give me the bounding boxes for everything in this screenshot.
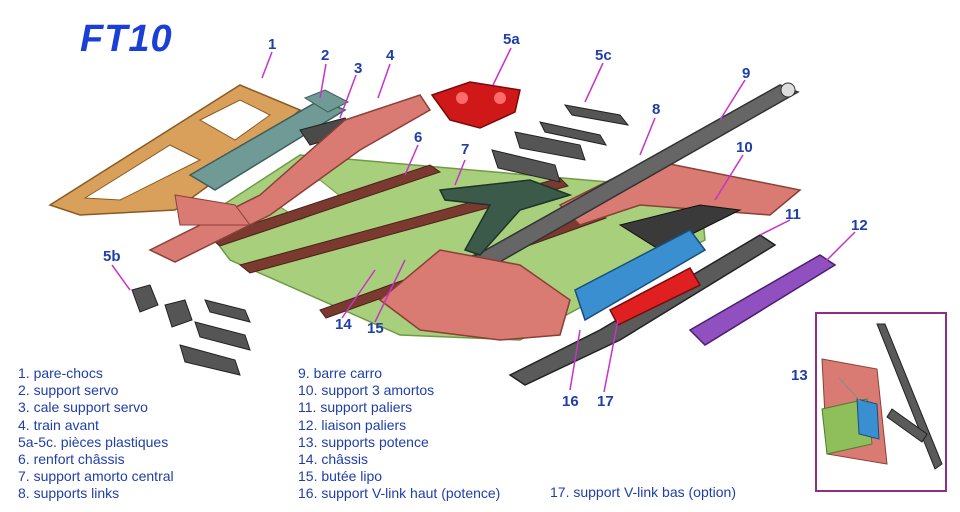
legend-item: 13. supports potence (298, 433, 429, 450)
legend-item: 7. support amorto central (18, 468, 174, 485)
legend-item: 8. supports links (18, 485, 120, 502)
callout-15: 15 (367, 320, 384, 337)
legend-item: 2. support servo (18, 382, 119, 399)
plastic-parts-5a (430, 81, 521, 129)
servo-support (188, 99, 347, 191)
legend-item: 10. support 3 amortos (298, 382, 435, 399)
callout-1: 1 (268, 36, 277, 53)
legend-item: 5a-5c. pièces plastiques (18, 433, 169, 450)
legend-item: 1. pare-chocs (18, 365, 103, 381)
callout-3: 3 (354, 60, 363, 77)
legend-item: 12. liaison paliers (298, 416, 407, 433)
legend-item: 16. support V-link haut (potence) (298, 485, 501, 502)
three-shock-mount (618, 204, 742, 251)
callout-7: 7 (461, 141, 470, 158)
callout-14: 14 (335, 316, 352, 333)
v-link-bottom-support (608, 267, 702, 326)
detail-inset-illustration (821, 323, 943, 470)
legend-column-2: 9. barre carro 10. support 3 amortos 11.… (298, 365, 500, 503)
legend-item: 17. support V-link bas (option) (550, 484, 736, 500)
legend-item: 4. train avant (18, 416, 99, 433)
callout-13: 13 (791, 367, 808, 384)
callout-4: 4 (386, 47, 395, 64)
callout-6: 6 (414, 129, 423, 146)
legend-item: 11. support paliers (298, 399, 413, 416)
legend-item: 3. cale support servo (18, 399, 148, 416)
plastic-parts-5b (131, 284, 251, 376)
plastic-parts-5c (491, 104, 630, 183)
legend-column-1: 1. pare-chocs 2. support servo 3. cale s… (18, 365, 174, 503)
legend-column-3: 17. support V-link bas (option) (550, 484, 736, 501)
callout-8: 8 (652, 101, 661, 118)
rear-links-plate (378, 249, 571, 341)
callout-5a: 5a (503, 31, 520, 48)
callout-5b: 5b (103, 248, 121, 265)
callout-9: 9 (742, 65, 751, 82)
legend-item: 15. butée lipo (298, 468, 383, 485)
chassis-reinforcement (208, 164, 442, 247)
central-shock-mount (438, 179, 573, 256)
callout-5c: 5c (595, 47, 612, 64)
legend-item: 9. barre carro (298, 365, 383, 381)
callout-leaders (111, 47, 856, 393)
bearing-link (688, 254, 837, 346)
callout-12: 12 (851, 217, 868, 234)
callout-11: 11 (785, 206, 801, 223)
diagram-title: FT10 (80, 18, 173, 60)
callout-17: 17 (597, 393, 614, 410)
callout-10: 10 (736, 139, 753, 156)
legend-item: 6. renfort châssis (18, 451, 125, 468)
callout-2: 2 (321, 47, 330, 64)
callout-16: 16 (562, 393, 579, 410)
v-link-top-support (574, 229, 707, 322)
detail-inset (815, 312, 947, 492)
legend-item: 14. châssis (298, 451, 369, 468)
